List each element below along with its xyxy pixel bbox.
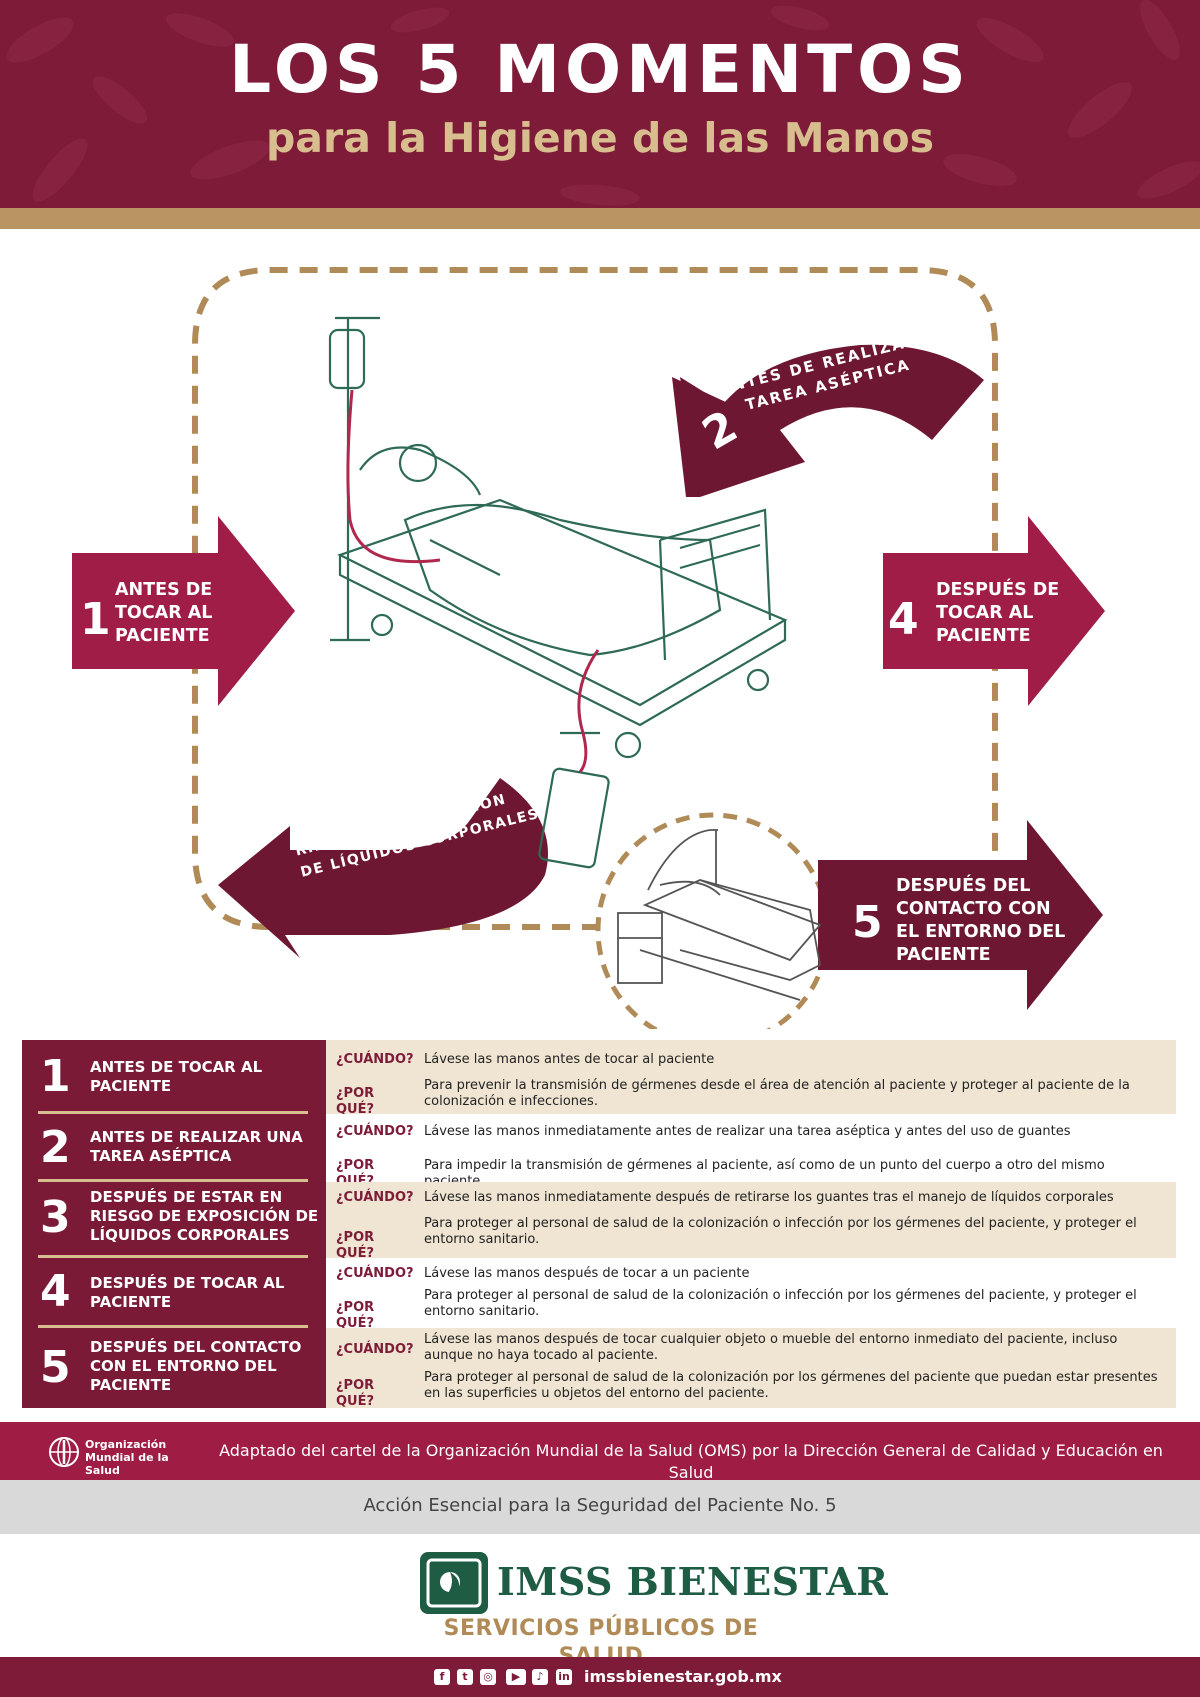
row-divider: [38, 1325, 308, 1328]
social-bar: [0, 1657, 1200, 1697]
credit-bar: [0, 1422, 1200, 1480]
moment-5-label: DESPUÉS DEL CONTACTO CON EL ENTORNO DEL …: [896, 876, 1066, 965]
why-label: ¿POR QUÉ?: [336, 1300, 375, 1331]
who-name: Organización Mundial de la Salud: [85, 1438, 169, 1477]
environment-circle: [595, 812, 831, 1029]
row-number: 5: [40, 1342, 71, 1393]
table-row: 3 DESPUÉS DE ESTAR EN RIESGO DE EXPOSICI…: [22, 1182, 1176, 1261]
row-details: ¿CUÁNDO? Lávese las manos después de toc…: [326, 1258, 1176, 1331]
when-label: ¿CUÁNDO?: [336, 1124, 414, 1139]
arrow-3-shape: [218, 778, 548, 958]
row-details: ¿CUÁNDO? Lávese las manos inmediatamente…: [326, 1114, 1176, 1189]
facebook-icon[interactable]: f: [434, 1669, 450, 1685]
moment-4-label: DESPUÉS DE TOCAR AL PACIENTE: [936, 580, 1060, 646]
bed-environment-illustration: [617, 829, 822, 1001]
why-label: ¿POR QUÉ?: [336, 1230, 375, 1261]
row-number: 4: [40, 1266, 71, 1317]
why-text: Para proteger al personal de salud de la…: [424, 1288, 1137, 1319]
who-logo-icon: [49, 1437, 79, 1467]
when-text: Lávese las manos inmediatamente antes de…: [424, 1124, 1071, 1139]
row-details: ¿CUÁNDO? Lávese las manos antes de tocar…: [326, 1040, 1176, 1117]
moments-table: 1 ANTES DE TOCAR AL PACIENTE ¿CUÁNDO? Lá…: [22, 1040, 1176, 1409]
row-title: ANTES DE TOCAR AL PACIENTE: [90, 1058, 263, 1095]
row-divider: [38, 1255, 308, 1258]
gold-divider: [0, 208, 1200, 229]
moment-1-number: 1: [80, 594, 111, 645]
why-text: Para prevenir la transmisión de gérmenes…: [424, 1078, 1130, 1109]
why-label: ¿POR QUÉ?: [336, 1086, 375, 1117]
when-text: Lávese las manos antes de tocar al pacie…: [424, 1052, 715, 1067]
twitter-icon[interactable]: t: [457, 1669, 473, 1685]
why-label: ¿POR QUÉ?: [336, 1378, 375, 1409]
diagram-graphics: [72, 267, 1105, 1029]
arrow-2-shape: [680, 344, 984, 497]
arrow-4-shape: [883, 516, 1105, 706]
brand-name: IMSS BIENESTAR: [497, 1559, 889, 1604]
row-title: DESPUÉS DE ESTAR EN RIESGO DE EXPOSICIÓN…: [90, 1188, 319, 1244]
table-row: 1 ANTES DE TOCAR AL PACIENTE ¿CUÁNDO? Lá…: [22, 1040, 1176, 1117]
moment-1-label: ANTES DE TOCAR AL PACIENTE: [115, 580, 213, 646]
table-row: 2 ANTES DE REALIZAR UNA TAREA ASÉPTICA ¿…: [22, 1114, 1176, 1189]
arrow-5-shape: [818, 820, 1103, 1010]
action-text: Acción Esencial para la Seguridad del Pa…: [363, 1495, 837, 1516]
row-divider: [38, 1179, 308, 1182]
row-details: ¿CUÁNDO? Lávese las manos inmediatamente…: [326, 1182, 1176, 1261]
header-banner: [0, 0, 1200, 208]
row-number: 1: [40, 1051, 71, 1102]
row-number: 2: [40, 1122, 71, 1173]
row-title: DESPUÉS DEL CONTACTO CON EL ENTORNO DEL …: [90, 1338, 302, 1394]
row-details: ¿CUÁNDO? Lávese las manos después de toc…: [326, 1328, 1176, 1409]
when-text: Lávese las manos después de tocar a un p…: [424, 1266, 750, 1281]
page-title: LOS 5 MOMENTOS: [229, 31, 971, 108]
row-number: 3: [40, 1192, 71, 1243]
when-label: ¿CUÁNDO?: [336, 1052, 414, 1067]
when-text: Lávese las manos inmediatamente después …: [424, 1190, 1114, 1205]
row-divider: [38, 1111, 308, 1114]
row-title: ANTES DE REALIZAR UNA TAREA ASÉPTICA: [90, 1128, 303, 1165]
action-bar: [0, 1480, 1200, 1534]
arrow-1-shape: [72, 516, 295, 706]
page-subtitle: para la Higiene de las Manos: [265, 114, 935, 162]
when-label: ¿CUÁNDO?: [336, 1266, 414, 1281]
hospital-bed-illustration: [328, 316, 788, 869]
when-text: Lávese las manos después de tocar cualqu…: [424, 1332, 1118, 1363]
youtube-icon[interactable]: ▶: [506, 1669, 526, 1685]
header-pattern: [6, 0, 1200, 206]
instagram-icon[interactable]: ◎: [480, 1669, 496, 1685]
why-text: Para proteger al personal de salud de la…: [424, 1370, 1158, 1401]
table-row: 5 DESPUÉS DEL CONTACTO CON EL ENTORNO DE…: [22, 1328, 1176, 1409]
table-row: 4 DESPUÉS DE TOCAR AL PACIENTE ¿CUÁNDO? …: [22, 1258, 1176, 1331]
row-title: DESPUÉS DE TOCAR AL PACIENTE: [90, 1274, 285, 1311]
moment-5-number: 5: [852, 897, 883, 948]
moment-4-number: 4: [888, 594, 919, 645]
why-text: Para proteger al personal de salud de la…: [424, 1216, 1137, 1247]
tiktok-icon[interactable]: ♪: [532, 1669, 548, 1685]
five-moments-diagram: 1 ANTES DE TOCAR AL PACIENTE 4 DESPUÉS D…: [0, 229, 1200, 1029]
imss-bienestar-logo-icon: [420, 1552, 488, 1614]
when-label: ¿CUÁNDO?: [336, 1342, 414, 1357]
when-label: ¿CUÁNDO?: [336, 1190, 414, 1205]
linkedin-icon[interactable]: in: [556, 1669, 572, 1685]
credit-text: Adaptado del cartel de la Organización M…: [219, 1441, 1163, 1482]
website-link[interactable]: imssbienestar.gob.mx: [584, 1667, 782, 1686]
